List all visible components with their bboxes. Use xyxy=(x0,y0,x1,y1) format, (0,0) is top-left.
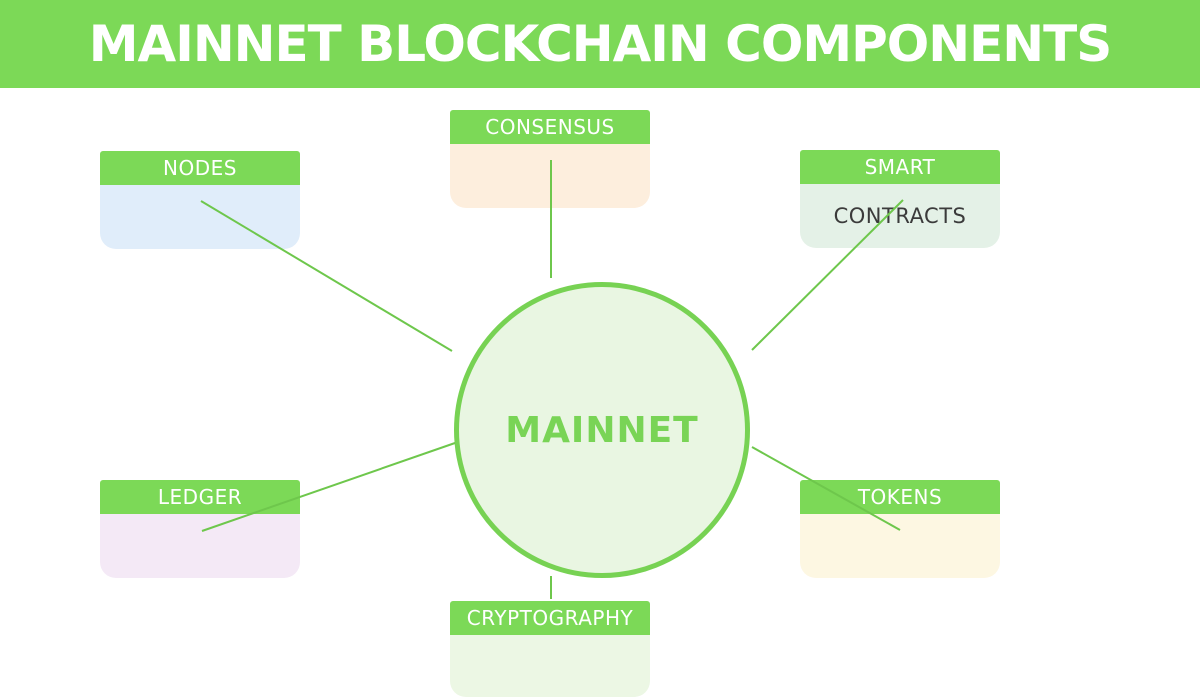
component-box-tokens: TOKENS xyxy=(800,480,1000,578)
component-label-consensus: CONSENSUS xyxy=(485,115,615,139)
component-box-nodes: NODES xyxy=(100,151,300,249)
component-label-cryptography: CRYPTOGRAPHY xyxy=(466,606,634,630)
component-label-smart-contracts: SMART xyxy=(864,155,936,179)
component-header-tokens: TOKENS xyxy=(800,480,1000,514)
component-box-consensus: CONSENSUS xyxy=(450,110,650,208)
component-body-consensus xyxy=(450,144,650,208)
component-box-ledger: LEDGER xyxy=(100,480,300,578)
component-label-nodes: NODES xyxy=(163,156,237,180)
component-body-nodes xyxy=(100,185,300,249)
component-header-consensus: CONSENSUS xyxy=(450,110,650,144)
title-banner: MAINNET BLOCKCHAIN COMPONENTS xyxy=(0,0,1200,88)
component-box-smart-contracts: SMART CONTRACTS xyxy=(800,150,1000,248)
component-header-cryptography: CRYPTOGRAPHY xyxy=(450,601,650,635)
component-label-tokens: TOKENS xyxy=(857,485,943,509)
component-box-cryptography: CRYPTOGRAPHY xyxy=(450,601,650,697)
component-label-ledger: LEDGER xyxy=(157,485,243,509)
component-body-tokens xyxy=(800,514,1000,578)
component-body-ledger xyxy=(100,514,300,578)
component-body-label-contracts: CONTRACTS xyxy=(833,204,967,228)
component-body-smart-contracts: CONTRACTS xyxy=(800,184,1000,248)
component-header-ledger: LEDGER xyxy=(100,480,300,514)
mainnet-circle: MAINNET xyxy=(454,282,750,578)
component-header-smart-contracts: SMART xyxy=(800,150,1000,184)
component-header-nodes: NODES xyxy=(100,151,300,185)
page-title: MAINNET BLOCKCHAIN COMPONENTS xyxy=(88,15,1112,73)
mainnet-label: MAINNET xyxy=(505,409,699,451)
component-body-cryptography xyxy=(450,635,650,697)
